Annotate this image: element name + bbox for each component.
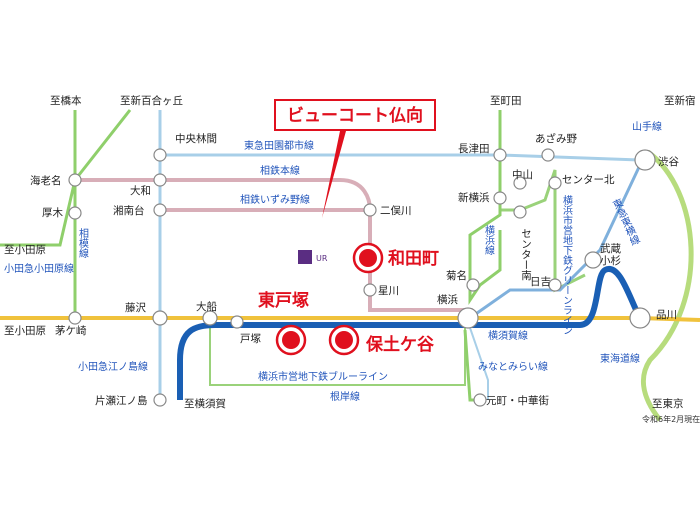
- label-fujisawa: 藤沢: [125, 301, 146, 314]
- label-chigasaki: 茅ケ崎: [55, 324, 87, 337]
- label-katase: 片瀬江ノ島: [95, 394, 148, 407]
- station-dot-ebina: [68, 173, 82, 187]
- label-center-kita: センター北: [562, 174, 615, 186]
- label-shonandai: 湘南台: [113, 204, 145, 217]
- label-nakayama: 中山: [512, 168, 533, 181]
- label-yamato: 大和: [130, 184, 151, 197]
- label-wadamachi: 和田町: [388, 249, 439, 269]
- station-dot-yamato: [153, 173, 167, 187]
- line-label-odakyu-odawara: 小田急小田原線: [4, 262, 74, 275]
- minatomirai-line: [467, 321, 489, 400]
- line-label-denentoshi: 東急田園都市線: [244, 139, 314, 152]
- yokohama-line: [468, 110, 502, 305]
- label-shinagawa: 品川: [656, 309, 677, 321]
- station-dot-nagatsuta: [493, 148, 507, 162]
- line-label-yokohama: 横浜線: [483, 224, 495, 255]
- line-label-izumino: 相鉄いずみ野線: [240, 193, 310, 206]
- label-hiyoshi: 日吉: [530, 276, 551, 288]
- station-dot-futamatagawa: [363, 203, 377, 217]
- dir-hashimoto: 至橋本: [50, 94, 82, 107]
- label-totsuka: 戸塚: [240, 333, 261, 345]
- station-dot-chuorinkan: [153, 148, 167, 162]
- label-hoshikawa: 星川: [378, 285, 399, 297]
- station-dot-musashikosugi: [584, 251, 602, 269]
- station-dot-center-kita: [548, 176, 562, 190]
- dir-tokyo: 至東京: [652, 397, 684, 410]
- station-dot-hiyoshi: [548, 278, 562, 292]
- line-label-sotetsu-main: 相鉄本線: [260, 164, 300, 177]
- highlight-hodogaya: [328, 324, 360, 356]
- odakyu-odawara-line: [0, 109, 132, 247]
- label-futamatagawa: 二俣川: [380, 204, 412, 217]
- sotetsu-main-line: [75, 178, 473, 319]
- ur-logo-mark: [298, 250, 312, 264]
- date-note: 令和6年2月現在: [642, 414, 700, 424]
- line-label-negishi: 根岸線: [330, 390, 360, 403]
- label-ebina: 海老名: [30, 174, 62, 187]
- label-musashikosugi: 武蔵小杉: [600, 242, 621, 267]
- label-nagatsuta: 長津田: [458, 143, 490, 155]
- dir-yokosuka: 至横須賀: [184, 397, 226, 410]
- callout-text: ビューコート仏向: [287, 105, 423, 126]
- line-label-green: 横浜市営地下鉄グリーンライン: [561, 194, 573, 335]
- station-dot-fujisawa: [152, 310, 168, 326]
- line-label-tokaido: 東海道線: [600, 352, 640, 365]
- line-label-sagami: 相模線: [77, 227, 89, 258]
- station-dot-chigasaki: [68, 311, 82, 325]
- station-dot-shinyokohama: [493, 191, 507, 205]
- station-dot-katase: [153, 393, 167, 407]
- label-shinyokohama: 新横浜: [458, 191, 490, 204]
- station-dot-ofuna: [202, 310, 218, 326]
- station-dot-atsugi: [68, 206, 82, 220]
- station-dot-totsuka: [230, 315, 244, 329]
- label-atsugi: 厚木: [42, 207, 63, 219]
- station-dot-shonandai: [153, 203, 167, 217]
- dir-odawara-bottom: 至小田原: [4, 325, 46, 337]
- station-dot-yokohama: [457, 307, 479, 329]
- label-azamino: あざみ野: [535, 132, 577, 145]
- station-dot-nakayama: [513, 176, 527, 190]
- label-yokohama: 横浜: [437, 293, 458, 306]
- line-label-minatomirai: みなとみらい線: [478, 360, 548, 373]
- line-label-odakyu-enoshima: 小田急江ノ島線: [78, 360, 148, 373]
- blue-line: [209, 320, 466, 386]
- tokaido-line: [0, 316, 700, 322]
- label-kikuna: 菊名: [446, 269, 467, 282]
- label-higashitotsuka: 東戸塚: [258, 290, 309, 311]
- station-dot-center-minami: [513, 205, 527, 219]
- callout-box: [274, 99, 436, 131]
- line-label-blue: 横浜市営地下鉄ブルーライン: [258, 370, 388, 383]
- station-dot-shinagawa: [629, 307, 651, 329]
- label-center-minami: センター南: [520, 228, 532, 281]
- highlight-higashitotsuka: [275, 324, 307, 356]
- denentoshi-line: [160, 153, 641, 162]
- label-hodogaya: 保土ケ谷: [365, 334, 435, 355]
- dir-machida: 至町田: [490, 95, 522, 107]
- line-label-yamanote: 山手線: [632, 120, 662, 133]
- line-label-yokosuka: 横須賀線: [488, 329, 528, 342]
- station-dot-shibuya: [634, 149, 656, 171]
- yokosuka-line: [177, 266, 643, 400]
- label-shibuya: 渋谷: [658, 155, 679, 168]
- label-motomachi: 元町・中華街: [486, 394, 549, 407]
- station-dot-azamino: [541, 148, 555, 162]
- dir-shinjuku: 至新宿: [664, 94, 696, 107]
- ur-logo-text: UR: [316, 254, 328, 263]
- station-dot-motomachi: [473, 393, 487, 407]
- callout-arrow: [322, 131, 346, 218]
- label-ofuna: 大船: [196, 300, 217, 313]
- dir-shinyurigaoka: 至新百合ヶ丘: [120, 94, 183, 107]
- station-dot-kikuna: [466, 278, 480, 292]
- dir-odawara-top: 至小田原: [4, 244, 46, 256]
- highlight-wadamachi: [352, 242, 384, 274]
- station-dot-hoshikawa: [363, 283, 377, 297]
- toyoko-line: [469, 164, 642, 320]
- yamanote-line: [640, 149, 694, 422]
- label-chuorinkan: 中央林間: [175, 132, 217, 145]
